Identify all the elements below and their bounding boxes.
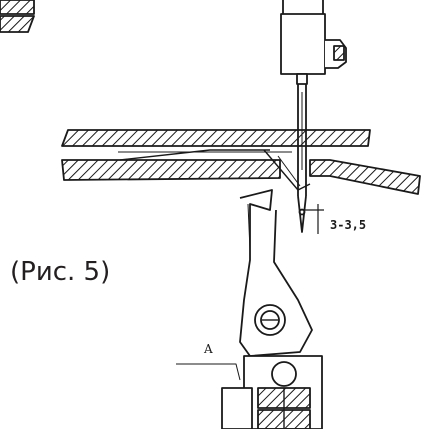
base-block bbox=[221, 355, 323, 429]
needle bbox=[296, 73, 308, 233]
part-label-a: A bbox=[204, 342, 213, 356]
looper bbox=[239, 189, 313, 357]
leader-line-a bbox=[176, 363, 241, 381]
needle-bar bbox=[280, 0, 347, 75]
dimension-line bbox=[300, 204, 324, 234]
corner-fragment bbox=[0, 0, 35, 33]
figure-caption: (Рис. 5) bbox=[10, 257, 111, 287]
fabric-layers bbox=[61, 129, 421, 195]
dimension-label: 3-3,5 bbox=[330, 218, 367, 232]
